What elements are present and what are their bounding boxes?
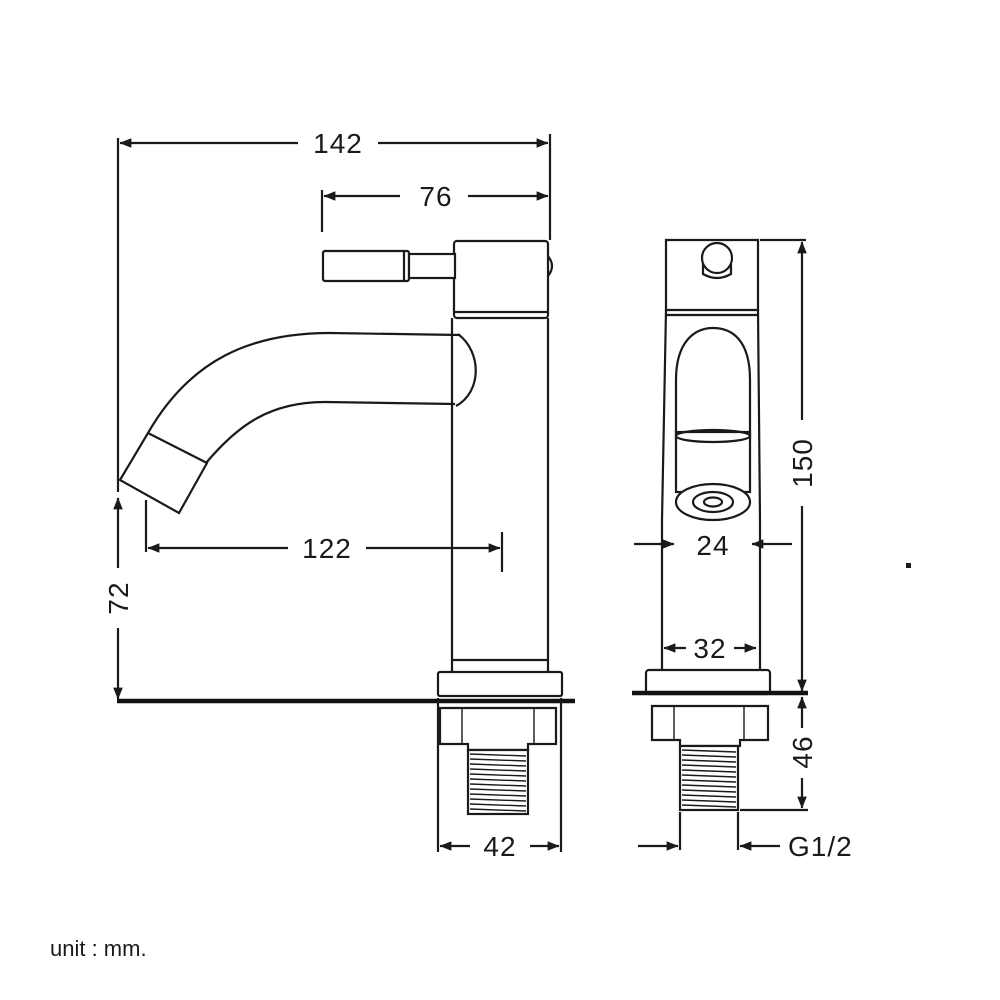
thread-line (681, 754, 737, 758)
thread-line (469, 758, 527, 762)
thread-line (469, 783, 527, 787)
thread-line (469, 788, 527, 792)
dimension-label-24: 24 (696, 530, 729, 561)
front-spout (674, 326, 752, 440)
thread-line (681, 774, 737, 778)
dimension-label-76: 76 (419, 181, 452, 212)
dimension-outlet-diameter: 24 (634, 530, 792, 561)
thread-line (469, 793, 527, 797)
dimension-base-diameter: 42 (436, 698, 563, 862)
dimension-overall-width: 142 (116, 128, 552, 492)
thread-line (469, 778, 527, 782)
dimension-label-32: 32 (693, 633, 726, 664)
thread-line (681, 779, 737, 783)
dimension-handle-reach: 76 (320, 181, 549, 232)
unit-label: unit : mm. (50, 936, 147, 961)
thread-line (469, 773, 527, 777)
lock-nut (438, 706, 558, 752)
spout (118, 331, 477, 515)
thread-line (469, 768, 527, 772)
dimension-label-150: 150 (787, 438, 818, 488)
dimension-label-142: 142 (313, 128, 363, 159)
thread-line (681, 784, 737, 788)
dimension-label-72: 72 (103, 581, 134, 614)
faucet-front-view (644, 238, 772, 812)
thread-line (681, 789, 737, 793)
dimension-thread: G1/2 (638, 812, 853, 862)
spout-outlet (118, 431, 209, 515)
thread-line (469, 803, 527, 807)
dimension-shank-length: 46 (740, 696, 818, 812)
thread-line (681, 794, 737, 798)
thread-line (469, 763, 527, 767)
thread-line (469, 798, 527, 802)
thread-line (681, 769, 737, 773)
front-lock-nut (650, 704, 770, 748)
valve-head (452, 239, 550, 320)
front-base-flange (644, 668, 772, 696)
thread-line (681, 799, 737, 803)
dimension-label-122: 122 (302, 533, 352, 564)
faucet-side-view (118, 239, 564, 816)
front-handle-knob (700, 241, 734, 275)
dimension-label-46: 46 (787, 735, 818, 768)
thread-line (681, 804, 737, 808)
dimension-body-height: 150 (760, 238, 818, 692)
dimension-label-thread: G1/2 (788, 831, 853, 862)
dimension-body-diameter: 32 (663, 633, 757, 664)
base-flange (436, 670, 564, 698)
dimension-label-42: 42 (483, 831, 516, 862)
thread-line (469, 753, 527, 757)
thread-line (681, 749, 737, 753)
dimension-spout-height: 72 (103, 497, 134, 700)
dimension-spout-reach: 122 (144, 500, 504, 572)
faucet-body (450, 318, 550, 672)
thread-line (681, 764, 737, 768)
handle-lever (321, 249, 457, 283)
thread-line (681, 759, 737, 763)
front-aerator (674, 482, 752, 522)
thread-line (469, 808, 527, 812)
